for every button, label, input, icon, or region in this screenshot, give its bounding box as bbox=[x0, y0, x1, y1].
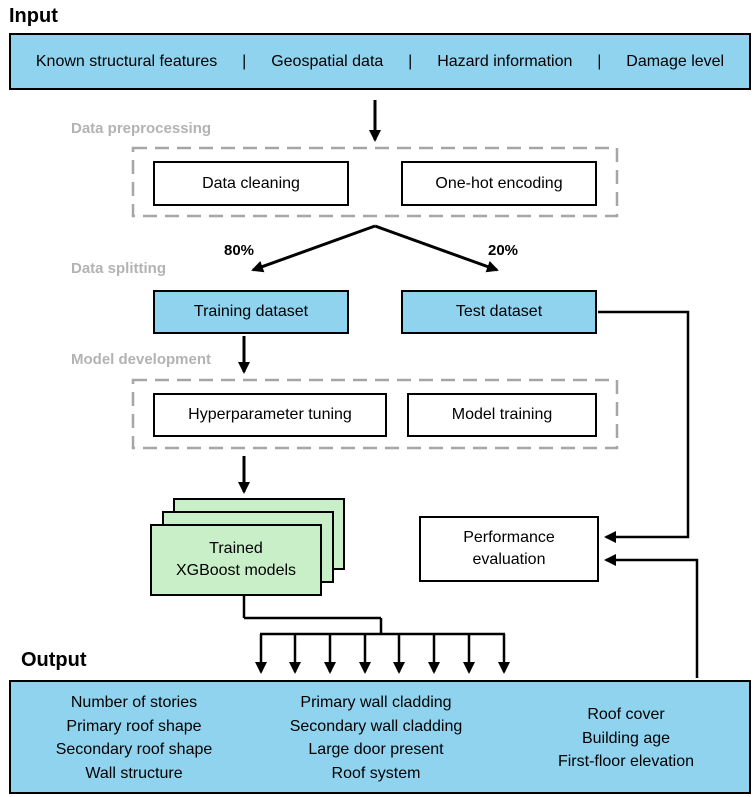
stage-label-preprocessing: Data preprocessing bbox=[71, 120, 212, 137]
stage-label-development: Model development bbox=[71, 351, 212, 368]
output-fan-arrows bbox=[255, 634, 510, 674]
stage-label-splitting: Data splitting bbox=[71, 260, 167, 277]
input-heading: Input bbox=[9, 5, 58, 27]
output-item: Roof system bbox=[331, 764, 421, 782]
evaluation-line2: evaluation bbox=[472, 551, 546, 568]
arrow-output-to-evaluation bbox=[604, 554, 699, 678]
model-training-box: Model training bbox=[407, 393, 597, 437]
input-separator: | bbox=[597, 52, 602, 70]
output-heading: Output bbox=[21, 649, 87, 671]
trained-models-box: Trained XGBoost models bbox=[150, 524, 322, 596]
development-group bbox=[131, 378, 619, 450]
output-item: Wall structure bbox=[85, 764, 183, 782]
arrow-test-to-evaluation bbox=[598, 310, 690, 543]
training-dataset-box: Training dataset bbox=[153, 290, 349, 334]
output-column-2: Primary wall cladding Secondary wall cla… bbox=[271, 691, 481, 785]
train-split-percent: 80% bbox=[224, 242, 255, 259]
input-separator: | bbox=[408, 52, 413, 70]
output-item: First-floor elevation bbox=[557, 753, 695, 770]
output-targets-box: Number of stories Primary roof shape Sec… bbox=[9, 680, 751, 794]
test-dataset-box: Test dataset bbox=[401, 290, 597, 334]
output-column-1: Number of stories Primary roof shape Sec… bbox=[29, 691, 239, 785]
output-item: Large door present bbox=[308, 741, 444, 758]
performance-evaluation-box: Performance evaluation bbox=[419, 516, 599, 582]
output-item: Secondary roof shape bbox=[55, 741, 213, 758]
input-feature-structural: Known structural features bbox=[35, 52, 218, 70]
output-item: Roof cover bbox=[587, 706, 665, 723]
data-cleaning-box: Data cleaning bbox=[153, 161, 349, 206]
one-hot-encoding-box: One-hot encoding bbox=[401, 161, 597, 206]
trained-models-line2: XGBoost models bbox=[175, 562, 297, 579]
arrow-split-test bbox=[374, 224, 499, 273]
input-feature-damage: Damage level bbox=[626, 52, 725, 70]
output-item: Secondary wall cladding bbox=[289, 717, 463, 735]
output-item: Primary roof shape bbox=[66, 717, 202, 735]
input-feature-geospatial: Geospatial data bbox=[271, 52, 384, 70]
evaluation-line1: Performance bbox=[463, 529, 555, 546]
test-split-percent: 20% bbox=[488, 242, 519, 259]
input-features-bar: Known structural features | Geospatial d… bbox=[9, 33, 751, 90]
input-feature-hazard: Hazard information bbox=[437, 52, 573, 70]
preprocessing-group bbox=[131, 146, 619, 218]
arrow-split-train bbox=[251, 224, 376, 273]
output-column-3: Roof cover Building age First-floor elev… bbox=[536, 703, 716, 774]
input-separator: | bbox=[242, 52, 247, 70]
output-item: Primary wall cladding bbox=[300, 694, 452, 711]
trained-models-line1: Trained bbox=[209, 540, 263, 557]
output-item: Number of stories bbox=[70, 694, 198, 711]
output-item: Building age bbox=[581, 729, 671, 747]
hyperparameter-tuning-box: Hyperparameter tuning bbox=[153, 393, 387, 437]
